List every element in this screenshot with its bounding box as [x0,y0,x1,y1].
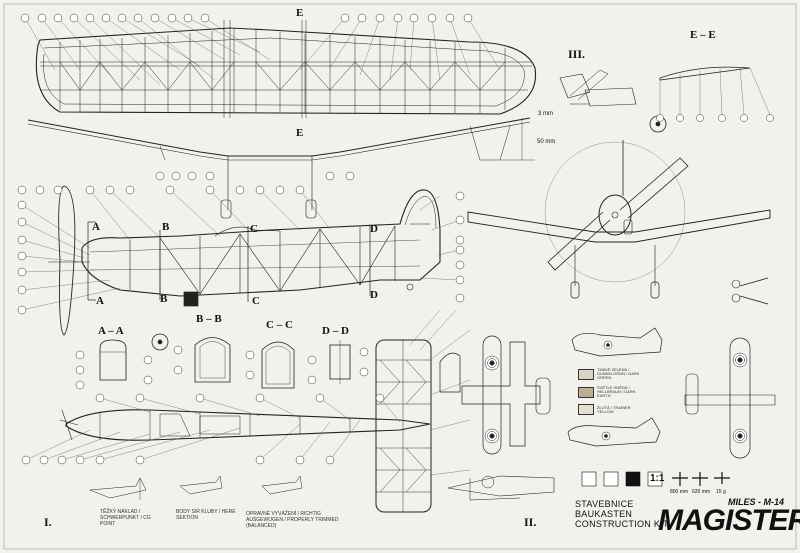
fuselage-side [81,189,441,297]
section-title-d-d: D – D [322,325,349,337]
section-mark-d-top: D [370,223,378,235]
roman-label-i: I. [44,515,52,529]
section-mark-c-top: C [250,223,258,235]
section-title-c-c: C – C [266,319,293,331]
legend-label: SVĚTLE HNĚDÁ / HELLBRAUN / DARK EARTH [597,385,636,398]
note-cg: TĚŽKÝ NÁKLAD / SCHWERPUNKT / CG POINT [100,509,151,527]
section-a-a [99,339,127,381]
legend-item: TMAVĚ ZELENÁ / DUNKELGRÜN / DARK GREEN [578,368,648,380]
assembly-ii [447,475,555,497]
kit-line-3: CONSTRUCTION KIT [575,519,669,529]
wing-plan [35,27,537,115]
propeller-side [58,185,76,336]
legend-swatch [578,368,594,380]
legend-label: ŽLUTÁ / TRAINER YELLOW [597,404,631,414]
kit-line-1: STAVEBNICE [575,499,634,509]
subassembly-iii [559,73,591,99]
section-mark-a-top: A [92,221,100,233]
scale-label: 1:1 [650,473,665,484]
wing-dihedral-view [27,117,531,157]
dimension-dihedral: 50 mm [537,139,556,145]
section-mark-b-top: B [162,221,170,233]
kit-symbols [581,471,730,487]
page-title: MAGISTER [658,504,800,537]
assembly-i [89,477,147,499]
section-mark-c-bottom: C [252,295,260,307]
stat-weight: 15 g [716,489,726,495]
section-mark-e-top: E [296,7,304,19]
mini-top-view [461,341,541,447]
roundels [484,340,748,444]
section-e-e [659,66,751,81]
section-mark-e-bottom: E [296,127,304,139]
callout-circles [17,13,774,465]
roman-label-iii: III. [568,47,586,61]
front-view-wing [467,209,771,243]
section-mark-d-bottom: D [370,289,378,301]
mini-side-view-1 [571,327,663,357]
note-section: BODY SIR KLUBY / HERE SEKTION [176,509,236,521]
legend-item: ŽLUTÁ / TRAINER YELLOW [578,404,648,415]
colour-legend: TMAVĚ ZELENÁ / DUNKELGRÜN / DARK GREEN S… [578,368,648,415]
fuselage-top [65,409,431,441]
section-mark-b-bottom: B [160,293,168,305]
series-label: MILES - M-14 [728,497,785,507]
section-title-b-b: B – B [196,313,222,325]
legend-swatch [578,386,594,398]
legend-label: TMAVĚ ZELENÁ / DUNKELGRÜN / DARK GREEN [597,367,640,380]
roman-label-ii: II. [524,515,537,529]
legend-item: SVĚTLE HNĚDÁ / HELLBRAUN / DARK EARTH [578,386,648,398]
stat-length: 620 mm [692,489,711,495]
stat-span: 800 mm [670,489,689,495]
section-title-e-e: E – E [690,29,716,41]
kit-line-2: BAUKASTEN [575,509,633,519]
note-trim: OPRAVNÉ VYVÁŽENÍ / RICHTIG AUSGEWOGEN / … [246,511,339,529]
tailplane-plan [375,339,432,513]
section-c-c [261,341,295,389]
section-mark-a-bottom: A [96,295,104,307]
section-title-a-a: A – A [98,325,124,337]
section-b-b [194,337,231,383]
legend-swatch [578,404,594,415]
dimension-gap: 3 mm [538,111,553,117]
